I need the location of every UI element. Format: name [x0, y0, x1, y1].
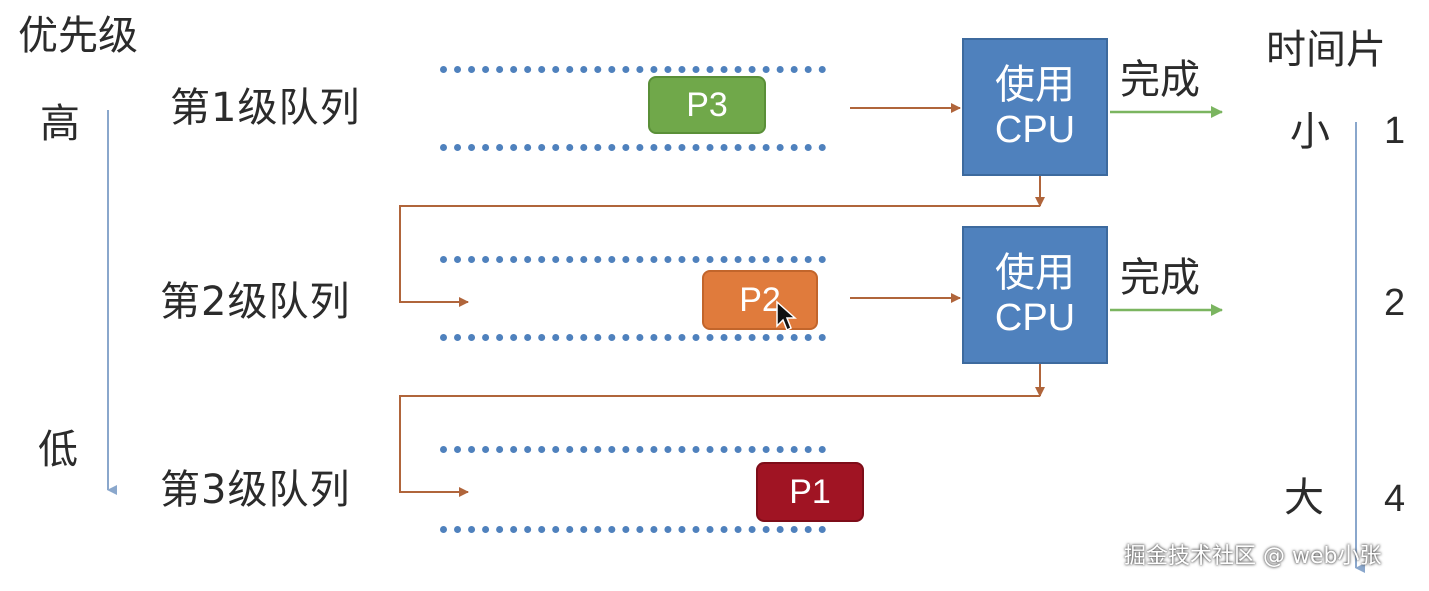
queue-1-top-border	[440, 66, 826, 73]
cpu-block-2-line2: CPU	[994, 297, 1076, 340]
time-slice-value-4: 4	[1384, 478, 1406, 520]
time-slice-value-1: 1	[1384, 110, 1406, 152]
cpu-block-2: 使用 CPU	[962, 226, 1108, 364]
queue-label-3: 第3级队列	[160, 467, 351, 513]
queue-3-bottom-border	[440, 526, 826, 533]
done-label-2: 完成	[1120, 255, 1200, 301]
cpu-block-1-line2: CPU	[994, 109, 1076, 152]
priority-title: 优先级	[18, 13, 138, 59]
queue-2-top-border	[440, 256, 826, 263]
cpu-block-1: 使用 CPU	[962, 38, 1108, 176]
queue-label-2: 第2级队列	[160, 279, 351, 325]
done-label-1: 完成	[1120, 57, 1200, 103]
queue-3-top-border	[440, 446, 826, 453]
cpu-block-2-line1: 使用	[995, 250, 1075, 297]
process-p3: P3	[648, 76, 766, 134]
time-slice-title: 时间片	[1266, 27, 1386, 73]
queue-2-bottom-border	[440, 334, 826, 341]
time-slice-value-2: 2	[1384, 282, 1406, 324]
mouse-cursor-icon	[776, 300, 797, 332]
cpu-block-1-line1: 使用	[995, 62, 1075, 109]
demote-path-2	[399, 395, 1040, 497]
process-p2: P2	[702, 270, 818, 330]
demote-path-1	[399, 205, 1040, 307]
time-slice-small-label: 小	[1290, 109, 1330, 155]
queue-label-1: 第1级队列	[170, 85, 361, 131]
queue-1-bottom-border	[440, 144, 826, 151]
priority-high-label: 高	[40, 101, 80, 147]
time-slice-large-label: 大	[1284, 475, 1324, 521]
priority-low-label: 低	[38, 427, 78, 473]
process-p1: P1	[756, 462, 864, 522]
watermark: 掘金技术社区 @ web小张	[1124, 544, 1382, 569]
